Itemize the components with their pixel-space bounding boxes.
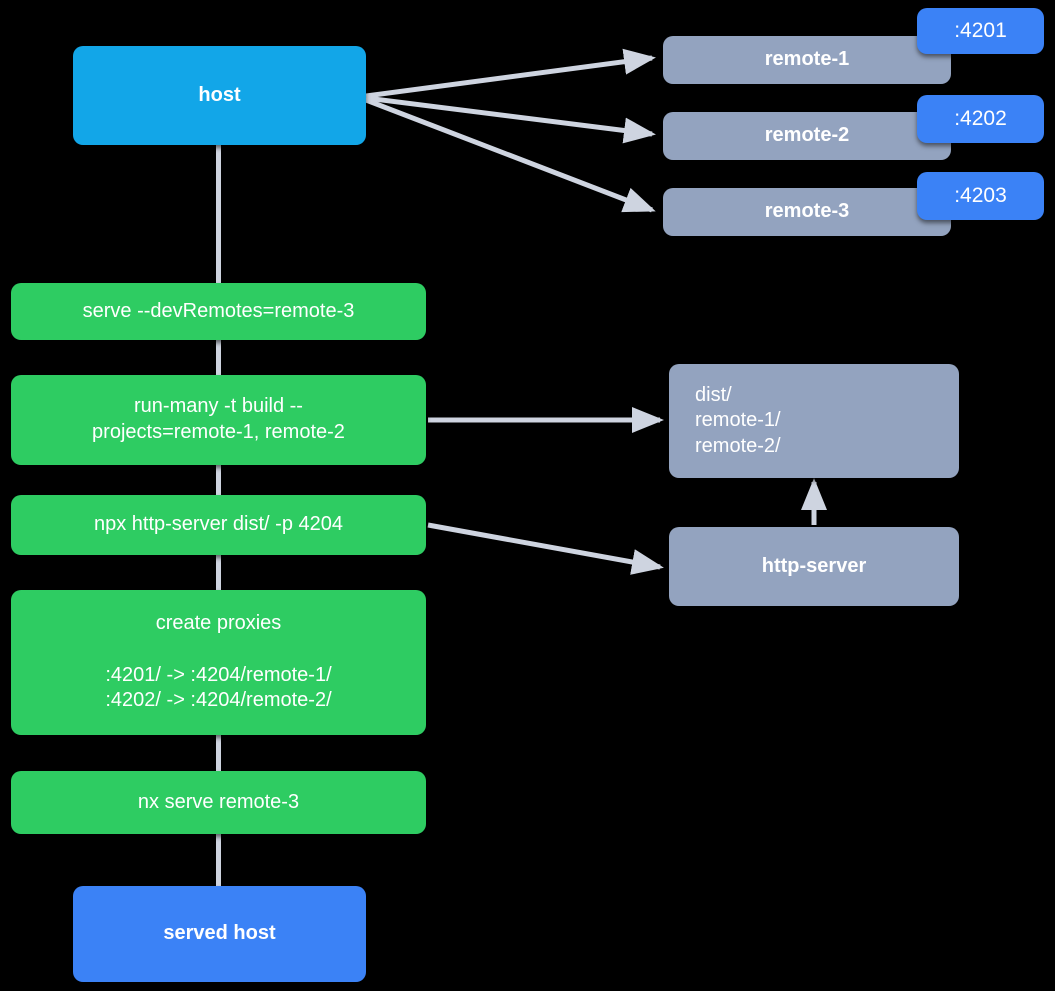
command-create-proxies[interactable]: create proxies :4201/ -> :4204/remote-1/… — [11, 590, 426, 735]
command-nx-serve-remote-3[interactable]: nx serve remote-3 — [11, 771, 426, 834]
command-npx-http-server[interactable]: npx http-server dist/ -p 4204 — [11, 495, 426, 555]
badge-remote-2-port-label: :4202 — [954, 107, 1007, 130]
node-served-host-label: served host — [163, 922, 276, 945]
node-remote-2-label: remote-2 — [764, 124, 850, 147]
badge-remote-1-port-label: :4201 — [954, 19, 1007, 42]
badge-remote-3-port-label: :4203 — [954, 184, 1007, 207]
badge-remote-3-port[interactable]: :4203 — [917, 172, 1044, 220]
badge-remote-2-port[interactable]: :4202 — [917, 95, 1044, 143]
node-host-label: host — [198, 83, 241, 106]
node-dist-folder[interactable]: dist/ remote-1/ remote-2/ — [669, 364, 959, 478]
spine-proxies-to-nxserve — [216, 735, 221, 771]
node-remote-3-label: remote-3 — [764, 200, 850, 223]
node-remote-1-label: remote-1 — [764, 48, 850, 71]
edge-npx-to-httpserver — [427, 522, 664, 575]
command-create-proxies-label: create proxies :4201/ -> :4204/remote-1/… — [105, 612, 332, 712]
node-http-server-label: http-server — [761, 554, 867, 577]
node-dist-folder-label: dist/ remote-1/ remote-2/ — [695, 383, 781, 457]
badge-remote-1-port[interactable]: :4201 — [917, 8, 1044, 54]
spine-serve-to-runmany — [216, 340, 221, 375]
edge-host-to-remote-3 — [365, 97, 656, 213]
node-served-host[interactable]: served host — [73, 886, 366, 982]
node-remote-3[interactable]: remote-3 — [663, 188, 951, 236]
spine-runmany-to-npx — [216, 465, 221, 495]
node-http-server[interactable]: http-server — [669, 527, 959, 606]
node-host[interactable]: host — [73, 46, 366, 145]
command-serve-devremotes-label: serve --devRemotes=remote-3 — [82, 299, 355, 322]
node-remote-1[interactable]: remote-1 — [663, 36, 951, 84]
edge-host-to-remote-1 — [365, 48, 656, 99]
spine-host-to-serve — [216, 145, 221, 285]
spine-nxserve-to-servedhost — [216, 834, 221, 886]
command-nx-serve-remote-3-label: nx serve remote-3 — [137, 790, 300, 813]
edge-host-to-remote-2 — [365, 95, 656, 144]
node-remote-2[interactable]: remote-2 — [663, 112, 951, 160]
command-npx-http-server-label: npx http-server dist/ -p 4204 — [93, 513, 343, 536]
spine-npx-to-proxies — [216, 555, 221, 590]
command-run-many-build[interactable]: run-many -t build -- projects=remote-1, … — [11, 375, 426, 465]
command-serve-devremotes[interactable]: serve --devRemotes=remote-3 — [11, 283, 426, 340]
command-run-many-build-label: run-many -t build -- projects=remote-1, … — [92, 395, 345, 443]
